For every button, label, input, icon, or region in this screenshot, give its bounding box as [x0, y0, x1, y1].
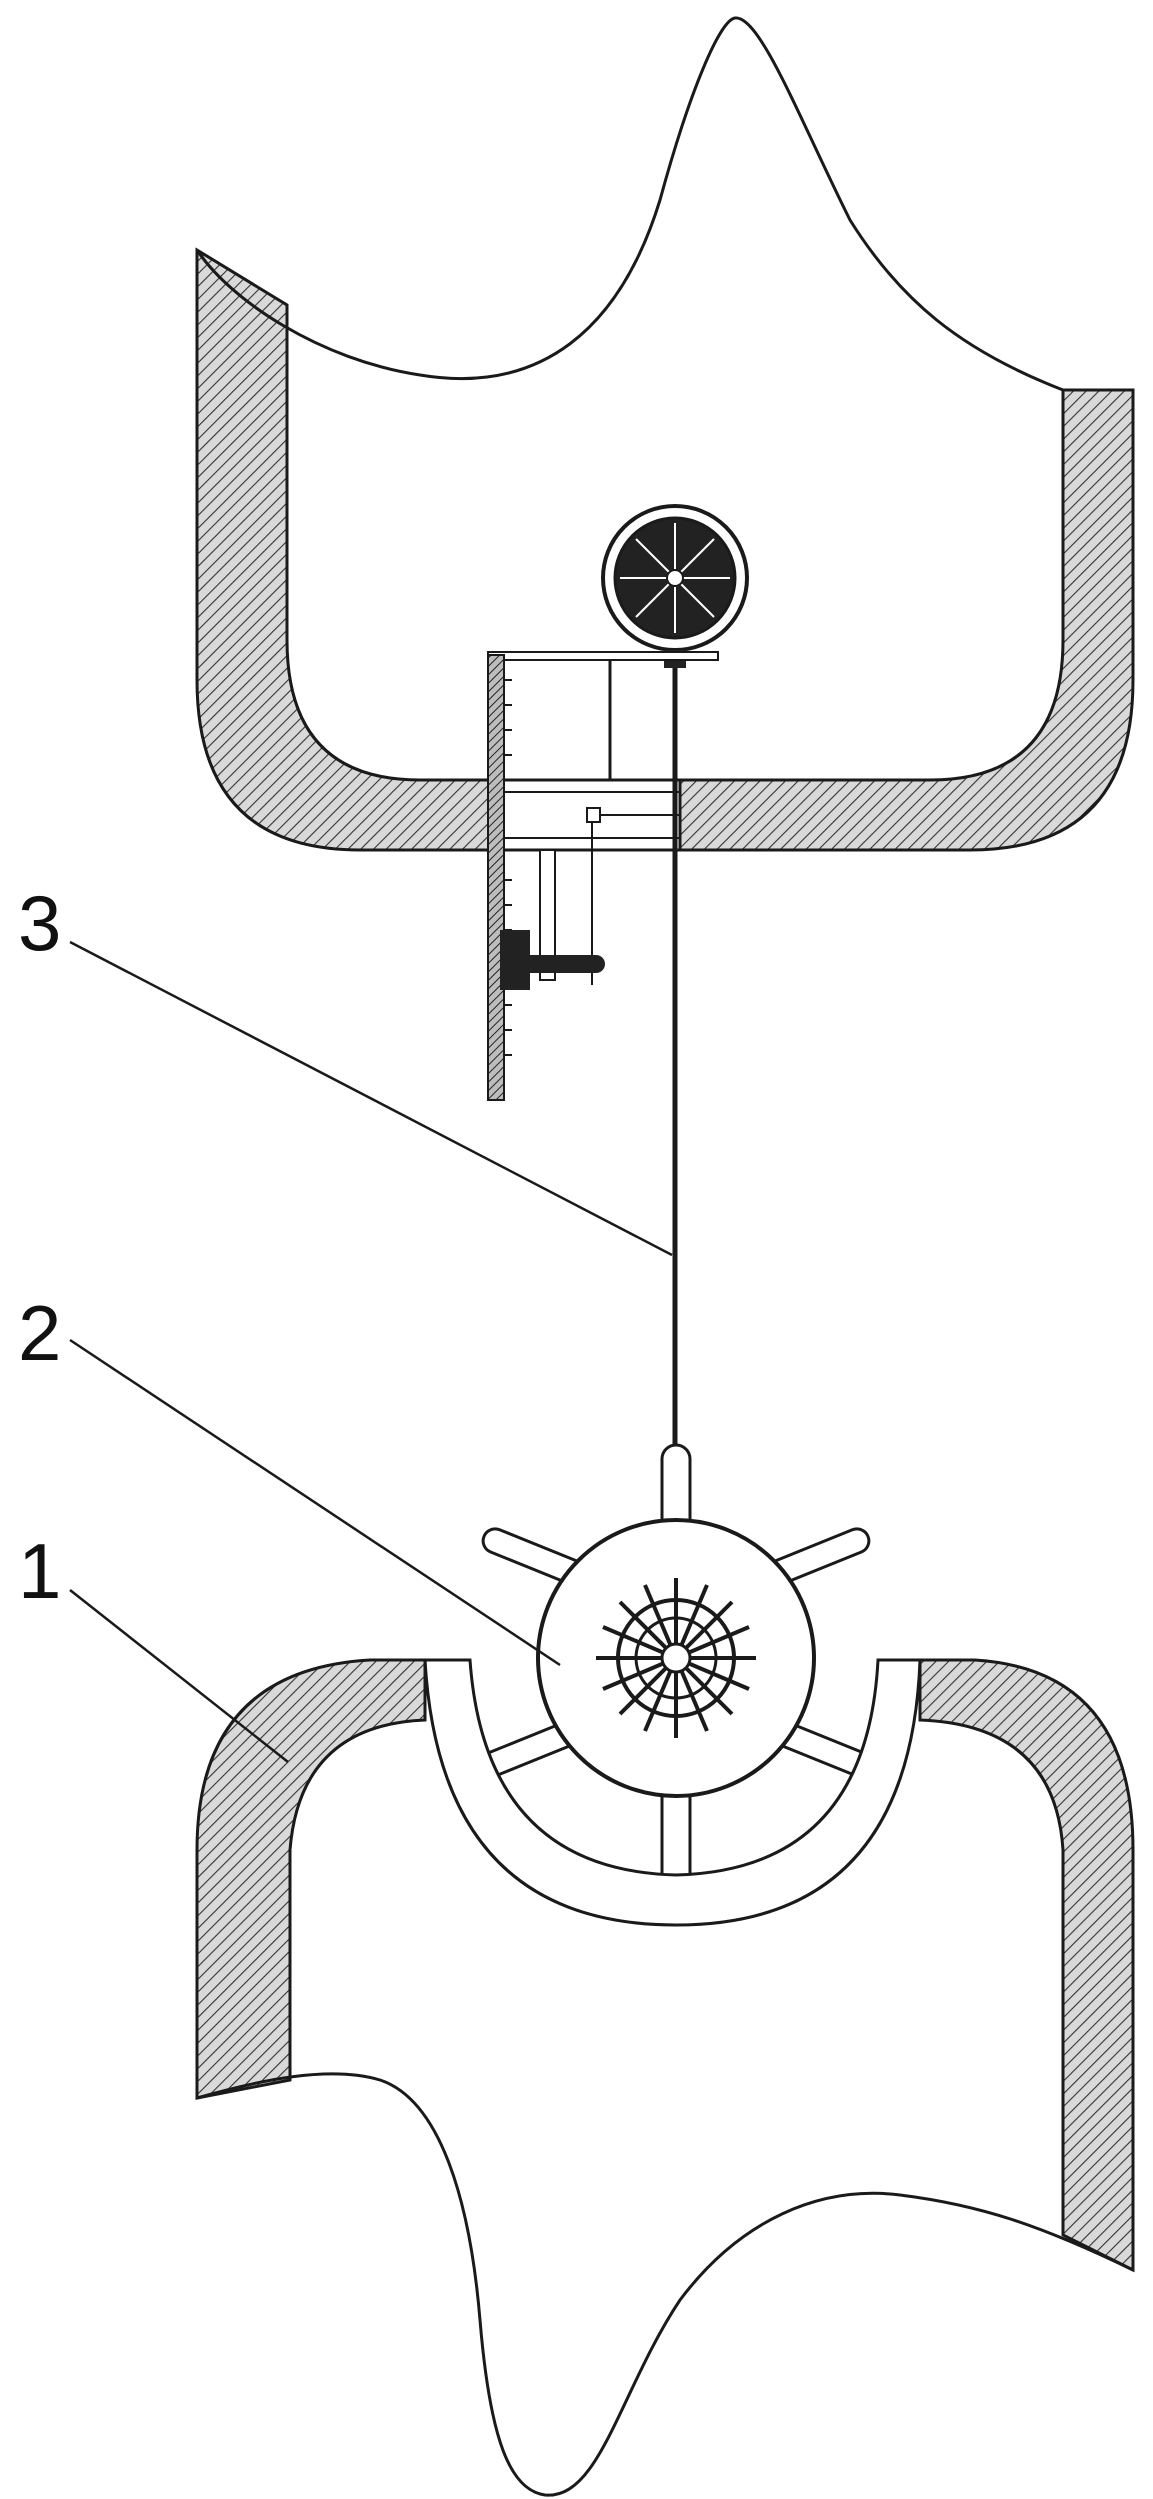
callout-label-2: 2 [18, 1289, 61, 1377]
upper-housing [195, 16, 1135, 852]
callout-label-1: 1 [18, 1527, 61, 1615]
callout-label-3: 3 [18, 879, 61, 967]
callout-3: 3 [18, 879, 673, 1257]
bracket-assembly [487, 651, 719, 1101]
leader-line-2 [69, 1338, 561, 1667]
lower-housing-wall-right [918, 1658, 1135, 2273]
leader-line-3 [69, 940, 673, 1257]
lower-housing-wall-left [195, 1658, 427, 2100]
float-assembly [481, 1443, 871, 1892]
toothed-rack [487, 654, 505, 1101]
lower-housing-wavy-edge [196, 2072, 1134, 2497]
channel-slider [586, 807, 601, 823]
leader-line-1 [69, 1589, 289, 1763]
callout-1: 1 [18, 1527, 289, 1763]
winch-drum [601, 504, 749, 668]
lower-housing [195, 1658, 1135, 2497]
callout-2: 2 [18, 1289, 561, 1667]
saddle-cradle [423, 1658, 922, 1927]
upper-housing-wavy-edge [195, 16, 1064, 392]
actuator-arm [510, 955, 605, 973]
upper-housing-wall [195, 247, 1135, 852]
